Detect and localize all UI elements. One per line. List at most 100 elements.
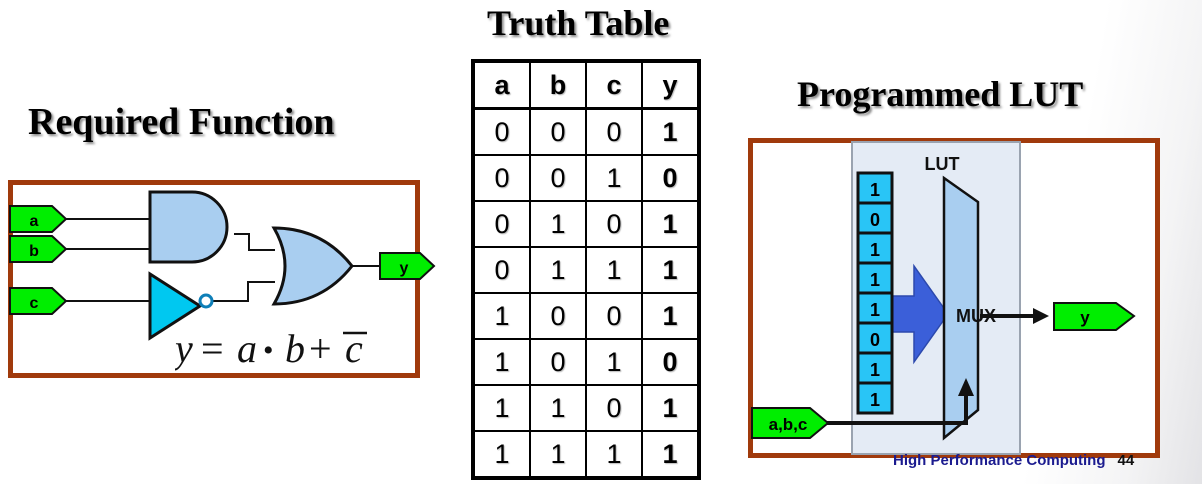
cell-c: 0 <box>585 107 643 156</box>
and-gate <box>148 190 229 264</box>
cell-c: 1 <box>585 154 643 202</box>
cell-y: 1 <box>641 384 701 432</box>
lut-cell-value: 0 <box>870 330 880 350</box>
cell-a: 0 <box>471 246 531 294</box>
lut-cell-value: 1 <box>870 180 880 200</box>
logic-circuit-diagram: a b c y <box>9 190 436 341</box>
lut-cell: 1 <box>856 261 894 295</box>
lut-cell-value: 1 <box>870 390 880 410</box>
equation-plus-operator: + <box>309 326 332 371</box>
cell-y: 1 <box>641 430 701 480</box>
cell-b: 0 <box>529 292 587 340</box>
cell-b: 1 <box>529 246 587 294</box>
lut-cell-value: 1 <box>870 270 880 290</box>
cell-a: 1 <box>471 338 531 386</box>
equation-operand-a: a <box>237 326 257 371</box>
lut-cell: 1 <box>856 171 894 205</box>
lut-cell-value: 1 <box>870 300 880 320</box>
mux-select-wire <box>823 378 974 425</box>
column-header-b: b <box>529 59 587 110</box>
cell-a: 0 <box>471 154 531 202</box>
select-input-tag-abc: a,b,c <box>751 407 830 439</box>
cell-b: 0 <box>529 154 587 202</box>
cell-y: 1 <box>641 107 701 156</box>
footer-brand: High Performance Computing <box>893 452 1106 469</box>
equation-lhs: y <box>175 326 193 371</box>
programmed-lut-title: Programmed LUT <box>797 74 1084 114</box>
mux-block <box>942 175 980 441</box>
cell-b: 1 <box>529 384 587 432</box>
footer-page-number: 44 <box>1117 452 1135 469</box>
cell-c: 0 <box>585 384 643 432</box>
cell-c: 1 <box>585 246 643 294</box>
mux-label: MUX <box>956 306 996 326</box>
lut-cell: 0 <box>856 201 894 235</box>
lut-cell-value: 0 <box>870 210 880 230</box>
lut-cell: 1 <box>856 381 894 415</box>
input-tag-b: b <box>9 235 68 263</box>
equation-equals: = <box>201 326 224 371</box>
column-header-c: c <box>585 59 643 110</box>
not-bubble-icon <box>198 293 214 309</box>
cell-y: 0 <box>641 338 701 386</box>
lut-cell: 0 <box>856 321 894 355</box>
cell-b: 0 <box>529 338 587 386</box>
input-tag-a-label: a <box>30 213 39 230</box>
lut-cell-value: 1 <box>870 240 880 260</box>
column-header-a: a <box>471 59 531 110</box>
table-header-row: a b c y <box>471 59 701 110</box>
cell-b: 0 <box>529 107 587 156</box>
cell-a: 1 <box>471 384 531 432</box>
lut-data-arrow-icon <box>889 263 949 365</box>
cell-b: 1 <box>529 200 587 248</box>
output-tag-y: y <box>379 252 436 280</box>
lut-block-label: LUT <box>925 154 960 174</box>
required-function-title: Required Function <box>28 101 335 143</box>
column-header-y: y <box>641 59 701 110</box>
cell-a: 0 <box>471 107 531 156</box>
cell-a: 1 <box>471 430 531 480</box>
or-gate <box>271 226 354 306</box>
lut-cell: 1 <box>856 351 894 385</box>
cell-a: 0 <box>471 200 531 248</box>
input-tag-a: a <box>9 205 68 233</box>
cell-y: 1 <box>641 246 701 294</box>
lut-output-tag-y: y <box>1053 302 1136 331</box>
equation-and-operator: • <box>263 334 274 367</box>
cell-a: 1 <box>471 292 531 340</box>
slide-footer: High Performance Computing 44 <box>893 452 1134 469</box>
lut-diagram: LUT MUX 1 0 1 1 1 0 1 1 <box>751 141 1136 455</box>
lut-output-tag-label: y <box>1080 308 1090 327</box>
circuit-wires <box>62 218 380 302</box>
lut-cell-value: 1 <box>870 360 880 380</box>
cell-y: 1 <box>641 292 701 340</box>
cell-c: 1 <box>585 338 643 386</box>
boolean-equation: y = a • b + c <box>175 326 367 371</box>
cell-y: 1 <box>641 200 701 248</box>
cell-b: 1 <box>529 430 587 480</box>
select-input-tag-label: a,b,c <box>769 415 808 434</box>
cell-c: 0 <box>585 200 643 248</box>
input-tag-b-label: b <box>29 243 39 260</box>
mux-output-wire <box>980 308 1049 324</box>
cell-c: 0 <box>585 292 643 340</box>
equation-operand-b: b <box>285 326 305 371</box>
input-tag-c-label: c <box>30 295 39 312</box>
not-gate <box>148 271 203 341</box>
cell-y: 0 <box>641 154 701 202</box>
equation-operand-c: c <box>345 326 363 371</box>
lut-cell: 1 <box>856 291 894 325</box>
lut-cell: 1 <box>856 231 894 265</box>
cell-c: 1 <box>585 430 643 480</box>
input-tag-c: c <box>9 287 68 315</box>
